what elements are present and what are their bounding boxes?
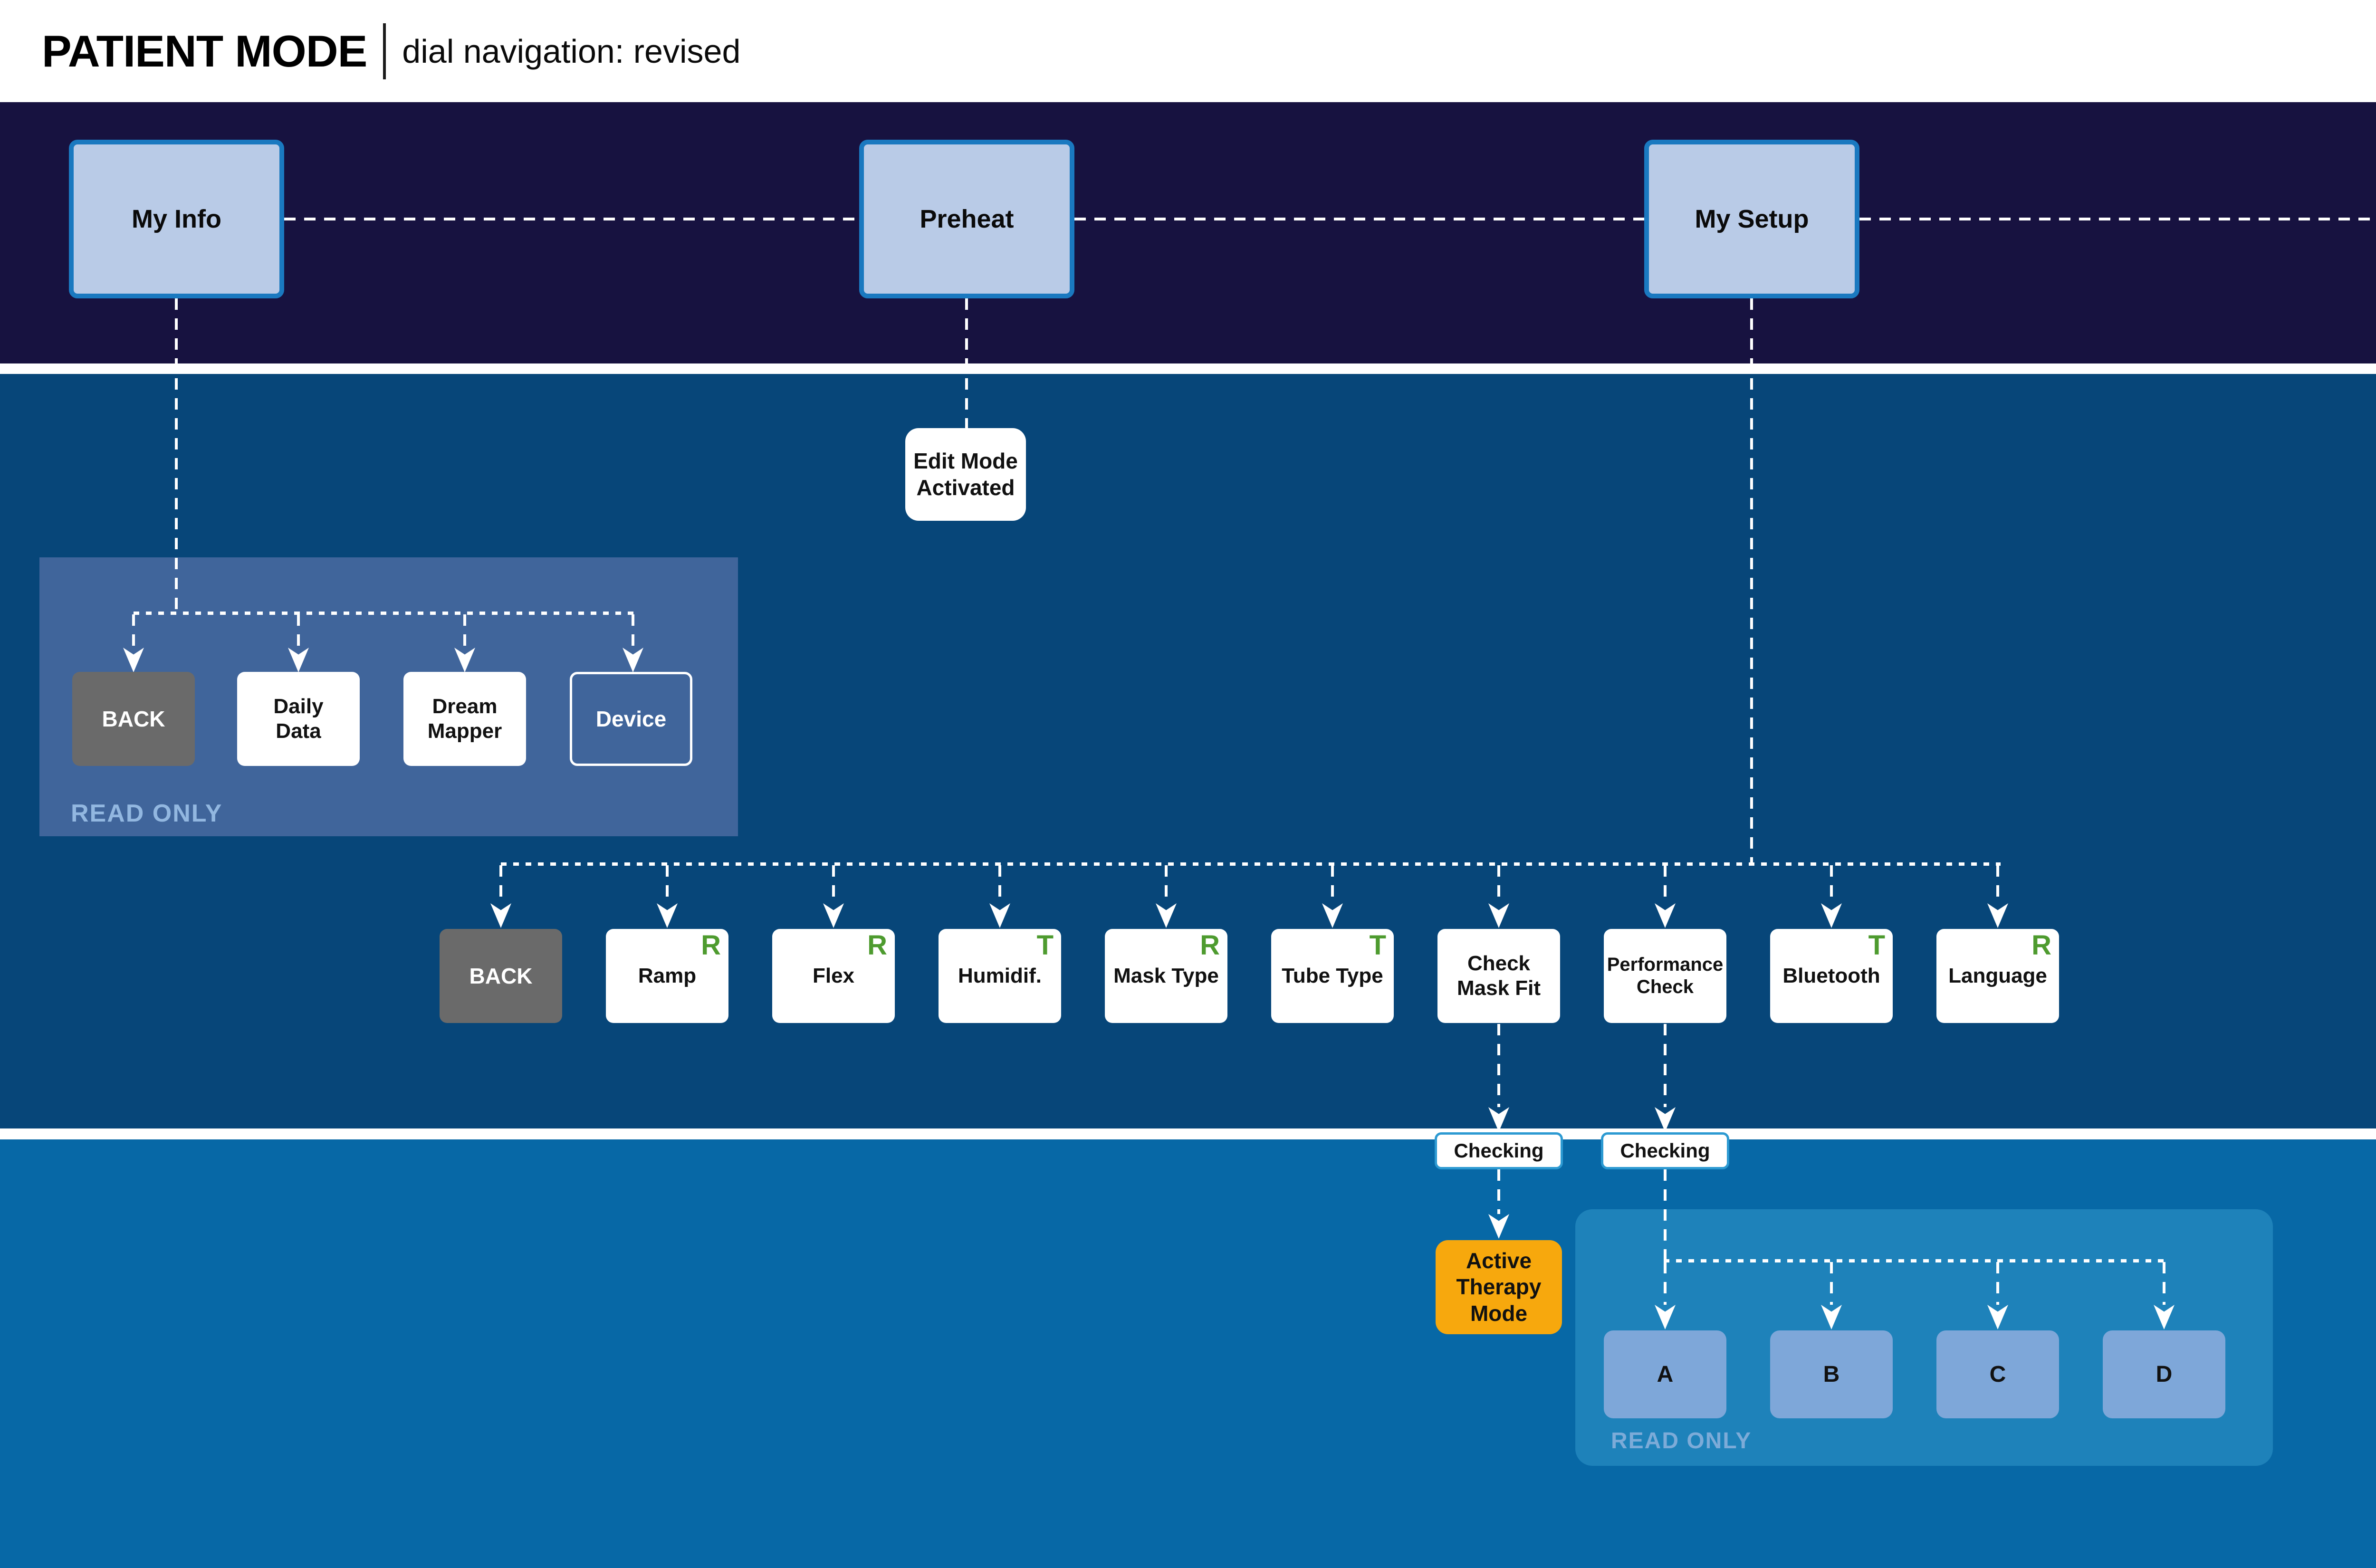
drop-checkmaskfit: [1497, 1024, 1500, 1107]
node-result-d: D: [2103, 1330, 2225, 1418]
node-my-info: My Info: [69, 140, 284, 298]
node-result-b: B: [1770, 1330, 1893, 1418]
therapy-setting-tag: R: [701, 930, 721, 961]
node-label: Check Mask Fit: [1456, 952, 1541, 1000]
therapy-setting-tag: R: [867, 930, 887, 961]
band-navy: [0, 102, 2376, 363]
node-label: Checking: [1454, 1139, 1544, 1162]
node-my-setup: My Setup: [1644, 140, 1859, 298]
drop-to-results: [1664, 1169, 1667, 1261]
therapy-setting-tag: T: [1036, 930, 1054, 961]
node-label: Bluetooth: [1782, 964, 1880, 988]
branch-results: [1664, 1259, 2167, 1262]
node-check-mask-fit: Check Mask Fit: [1437, 929, 1560, 1023]
drop-line: [1331, 865, 1334, 903]
drop-line: [499, 865, 502, 903]
node-label: Daily Data: [273, 695, 324, 743]
read-only-label-results: READ ONLY: [1611, 1428, 1752, 1453]
node-label: D: [2156, 1362, 2173, 1387]
node-label: Performance Check: [1607, 954, 1724, 997]
drop-line: [1664, 865, 1667, 903]
therapy-setting-tag: T: [1868, 930, 1885, 961]
node-label: Mask Type: [1113, 964, 1219, 988]
drop-line: [132, 614, 135, 648]
node-label: My Setup: [1695, 205, 1809, 233]
node-label: Language: [1948, 964, 2047, 988]
therapy-setting-tag: T: [1369, 930, 1386, 961]
node-label: B: [1823, 1362, 1840, 1387]
drop-line: [463, 614, 466, 648]
connector-myinfo-down: [175, 298, 178, 613]
read-only-label-myinfo: READ ONLY: [71, 800, 223, 827]
node-label: BACK: [102, 706, 165, 731]
node-label: My Info: [132, 205, 221, 233]
connector-preheat-mysetup: [1074, 218, 1644, 220]
node-back-mysetup: BACK: [440, 929, 562, 1023]
connector-preheat-down: [965, 298, 968, 428]
node-label: Humidif.: [958, 964, 1042, 988]
node-humidif: T Humidif.: [939, 929, 1061, 1023]
node-active-therapy-mode: Active Therapy Mode: [1436, 1240, 1562, 1334]
node-label: Tube Type: [1282, 964, 1383, 988]
node-label: Device: [595, 706, 667, 731]
node-label: Ramp: [638, 964, 697, 988]
node-checking-2: Checking: [1601, 1132, 1729, 1169]
node-flex: R Flex: [772, 929, 895, 1023]
node-dream-mapper: Dream Mapper: [403, 672, 526, 766]
drop-line: [1165, 865, 1168, 903]
node-label: BACK: [469, 963, 533, 988]
node-edit-mode-activated: Edit Mode Activated: [905, 428, 1026, 521]
drop-line: [832, 865, 835, 903]
title-divider: [383, 23, 386, 79]
node-checking-1: Checking: [1435, 1132, 1563, 1169]
page-title: PATIENT MODE: [42, 26, 367, 76]
connector-myinfo-preheat: [284, 218, 859, 220]
node-label: Edit Mode Activated: [913, 449, 1018, 500]
node-result-a: A: [1604, 1330, 1726, 1418]
node-tube-type: T Tube Type: [1271, 929, 1394, 1023]
page-subtitle: dial navigation: revised: [402, 32, 741, 70]
drop-line: [1664, 1262, 1667, 1305]
node-label: C: [1989, 1362, 2006, 1387]
branch-myinfo: [134, 612, 634, 615]
node-label: Preheat: [920, 205, 1014, 233]
node-language: R Language: [1936, 929, 2059, 1023]
node-label: Flex: [812, 964, 855, 988]
node-result-c: C: [1936, 1330, 2059, 1418]
node-preheat: Preheat: [859, 140, 1074, 298]
node-performance-check: Performance Check: [1604, 929, 1726, 1023]
drop-line: [1996, 865, 1999, 903]
drop-line: [998, 865, 1001, 903]
branch-mysetup: [501, 862, 2001, 866]
node-label: A: [1657, 1362, 1674, 1387]
drop-line: [2163, 1262, 2165, 1305]
drop-performance: [1664, 1024, 1667, 1107]
connector-mysetup-edge: [1859, 218, 2376, 220]
node-label: Checking: [1620, 1139, 1710, 1162]
therapy-setting-tag: R: [2031, 930, 2051, 961]
drop-line: [632, 614, 634, 648]
node-daily-data: Daily Data: [237, 672, 360, 766]
node-mask-type: R Mask Type: [1105, 929, 1227, 1023]
node-label: Dream Mapper: [427, 695, 502, 743]
drop-to-therapy: [1497, 1169, 1500, 1214]
node-back-myinfo: BACK: [72, 672, 195, 766]
node-label: Active Therapy Mode: [1456, 1248, 1542, 1326]
connector-mysetup-down: [1750, 298, 1753, 864]
drop-line: [666, 865, 669, 903]
drop-line: [1996, 1262, 1999, 1305]
drop-line: [1497, 865, 1500, 903]
node-bluetooth: T Bluetooth: [1770, 929, 1893, 1023]
node-device: Device: [570, 672, 692, 766]
node-ramp: R Ramp: [606, 929, 728, 1023]
drop-line: [1830, 1262, 1833, 1305]
drop-line: [297, 614, 300, 648]
drop-line: [1830, 865, 1833, 903]
header: PATIENT MODE dial navigation: revised: [42, 0, 740, 102]
therapy-setting-tag: R: [1200, 930, 1220, 961]
